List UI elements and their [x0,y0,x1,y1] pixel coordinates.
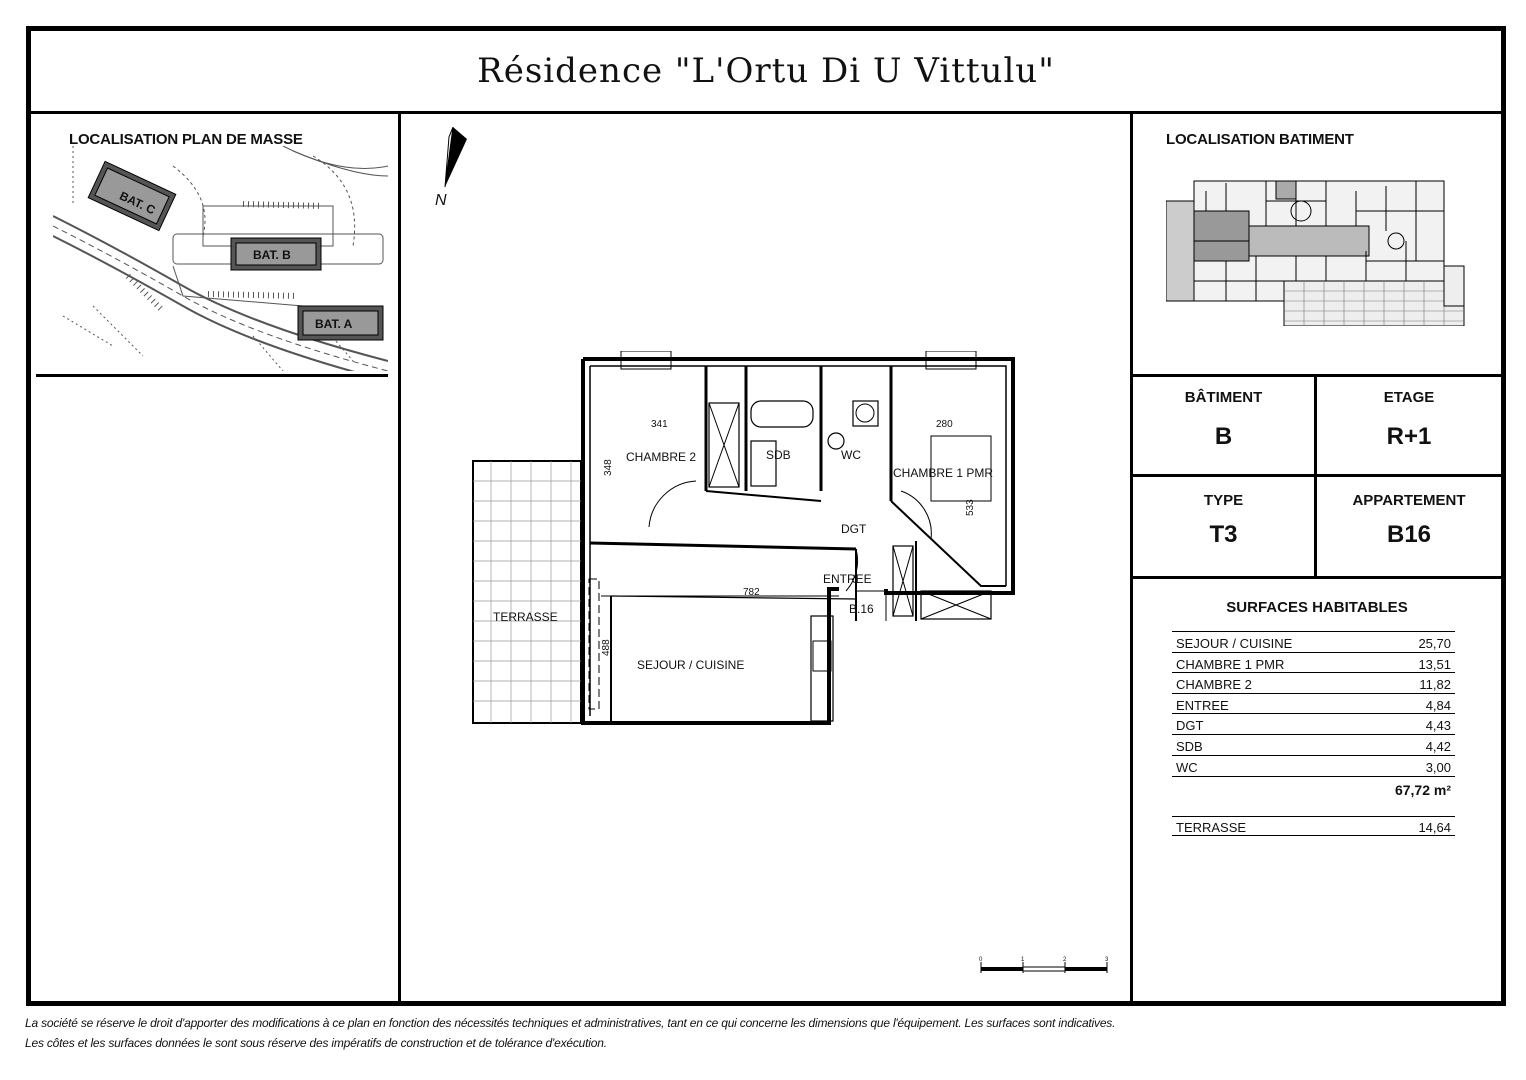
room-name: TERRASSE [1176,820,1247,835]
room-area: 11,82 [1419,677,1451,692]
building-a-label: BAT. A [315,317,353,331]
room-name: CHAMBRE 2 [1176,677,1252,692]
info-bottom-divider [1133,576,1501,579]
room-name: WC [1176,760,1198,775]
floor-plan: CHAMBRE 2 SDB WC CHAMBRE 1 PMR DGT ENTRE… [472,351,1015,725]
room-entree: ENTREE [823,572,872,586]
disclaimer-line-2: Les côtes et les surfaces données le son… [25,1036,607,1050]
dim-348: 348 [603,459,614,476]
room-area: 4,43 [1425,718,1451,733]
room-name: CHAMBRE 1 PMR [1176,657,1285,672]
batiment-value: B [1214,423,1233,450]
room-area: 3,00 [1425,760,1451,775]
room-area: 13,51 [1418,657,1451,672]
table-row: SEJOUR / CUISINE 25,70 [1172,631,1455,651]
room-area: 4,84 [1425,698,1451,713]
room-chambre-2: CHAMBRE 2 [626,450,696,464]
table-row: WC 3,00 [1172,755,1455,775]
plan-sheet-frame: Résidence "L'Ortu Di U Vittulu" LOCALISA… [26,26,1506,1006]
total-row: 67,72 m² [1172,776,1455,798]
dim-782: 782 [743,587,760,598]
scale-tick-2: 2 [1063,957,1067,963]
scale-tick-3: 3 [1105,957,1109,963]
table-row: DGT 4,43 [1172,713,1455,733]
page-title: Résidence "L'Ortu Di U Vittulu" [31,31,1501,114]
table-row: CHAMBRE 1 PMR 13,51 [1172,652,1455,672]
info-center-divider [1314,377,1317,576]
north-label: N [435,192,447,209]
site-plan-divider [36,374,388,377]
table-row: ENTREE 4,84 [1172,693,1455,713]
room-sejour: SEJOUR / CUISINE [637,658,744,672]
north-arrow: N [435,127,467,209]
type-value: T3 [1209,521,1238,548]
building-location-label: LOCALISATION BATIMENT [1166,131,1354,148]
total-area: 67,72 m² [1394,782,1451,798]
dim-341: 341 [651,419,668,430]
room-name: ENTREE [1176,698,1229,713]
scale-bar: 0 1 2 3 [979,957,1109,973]
site-plan-label: LOCALISATION PLAN DE MASSE [69,131,303,148]
room-area: 4,42 [1425,739,1451,754]
left-column-divider [398,114,401,1001]
appartement-label: APPARTEMENT [1352,492,1466,509]
building-b-label: BAT. B [253,248,291,262]
appartement-value: B16 [1386,521,1432,548]
unit-label: B.16 [849,602,874,616]
room-sdb: SDB [766,448,791,462]
room-name: DGT [1176,718,1204,733]
scale-tick-0: 0 [979,957,983,963]
etage-value: R+1 [1386,423,1432,450]
dim-533: 533 [965,499,976,516]
info-top-divider [1133,374,1501,377]
room-area: 25,70 [1418,636,1451,651]
table-row: CHAMBRE 2 11,82 [1172,672,1455,692]
etage-label: ETAGE [1383,389,1435,406]
terrace-row: TERRASSE 14,64 [1172,816,1455,836]
dim-280: 280 [936,419,953,430]
site-plan-map: BAT. C BAT. B BAT. A [53,146,388,371]
type-label: TYPE [1203,492,1244,509]
info-mid-divider [1133,474,1501,477]
room-name: SDB [1176,739,1203,754]
room-area: 14,64 [1418,820,1451,835]
room-chambre-1: CHAMBRE 1 PMR [893,466,993,480]
table-row: SDB 4,42 [1172,734,1455,754]
scale-tick-1: 1 [1021,957,1025,963]
batiment-label: BÂTIMENT [1184,389,1263,406]
disclaimer-line-1: La société se réserve le droit d'apporte… [25,1016,1116,1030]
right-column-divider [1130,114,1133,1001]
room-wc: WC [841,448,861,462]
room-terrasse: TERRASSE [493,610,558,624]
room-dgt: DGT [841,522,867,536]
dim-488: 488 [601,639,612,656]
building-location-map [1166,180,1465,326]
surfaces-title: SURFACES HABITABLES [1226,599,1408,616]
room-name: SEJOUR / CUISINE [1176,636,1293,651]
